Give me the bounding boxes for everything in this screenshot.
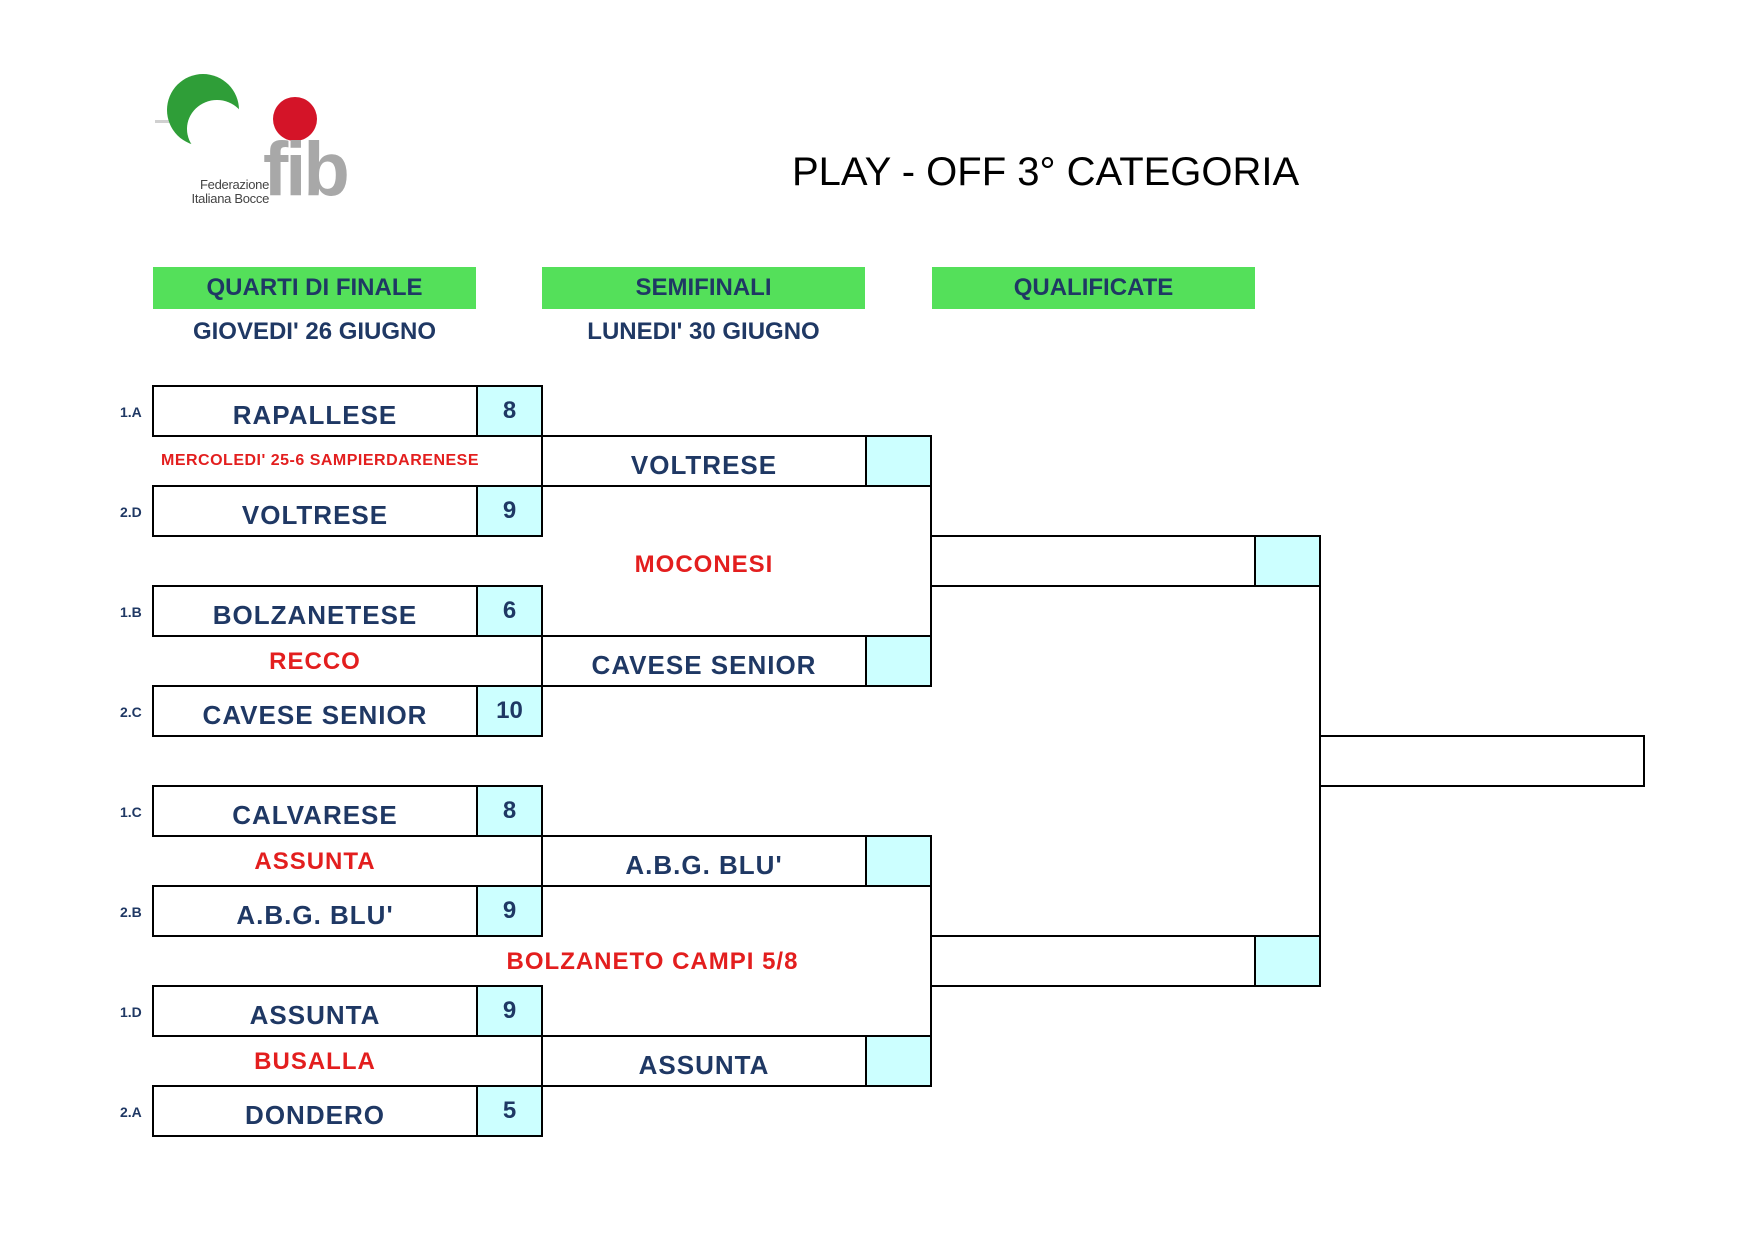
team-slot: BOLZANETESE (152, 585, 478, 637)
seed-label: 2.A (120, 1104, 142, 1120)
seed-label: 1.C (120, 804, 142, 820)
seed-label: 2.D (120, 504, 142, 520)
team-slot (930, 935, 1256, 987)
match-venue: MOCONESI (634, 551, 774, 578)
column-header-quarterfinals: QUARTI DI FINALE (153, 267, 476, 309)
team-slot: VOLTRESE (152, 485, 478, 537)
score-cell: 6 (476, 585, 543, 637)
column-header-semifinals: SEMIFINALI (542, 267, 865, 309)
team-slot: A.B.G. BLU' (541, 835, 867, 887)
match-venue: RECCO (269, 648, 361, 675)
team-slot (930, 535, 1256, 587)
logo-white-ball-icon (187, 100, 247, 158)
score-cell: 9 (476, 985, 543, 1037)
score-cell: 9 (476, 485, 543, 537)
seed-label: 2.B (120, 904, 142, 920)
team-slot: CALVARESE (152, 785, 478, 837)
seed-label: 1.A (120, 404, 142, 420)
quarterfinals-date: GIOVEDI' 26 GIUGNO (192, 318, 437, 345)
logo-federation-name: Federazione Italiana Bocce (161, 177, 270, 206)
match-venue: BUSALLA (254, 1048, 376, 1075)
logo-red-ball-icon (273, 97, 317, 141)
seed-label: 1.D (120, 1004, 142, 1020)
team-slot: DONDERO (152, 1085, 478, 1137)
logo-federation-line1: Federazione (200, 177, 269, 192)
score-cell (865, 835, 932, 887)
score-cell (865, 635, 932, 687)
match-venue: ASSUNTA (254, 848, 376, 875)
match-venue: MERCOLEDI' 25-6 SAMPIERDARENESE (160, 452, 480, 469)
match-venue: BOLZANETO CAMPI 5/8 (506, 948, 799, 975)
semifinals-date: LUNEDI' 30 GIUGNO (587, 318, 820, 345)
score-cell (865, 1035, 932, 1087)
logo-federation-line2: Italiana Bocce (191, 190, 270, 206)
seed-label: 2.C (120, 704, 142, 720)
team-slot: VOLTRESE (541, 435, 867, 487)
fib-logo: fib Federazione Italiana Bocce (155, 70, 370, 220)
score-cell (1254, 535, 1321, 587)
team-slot: ASSUNTA (152, 985, 478, 1037)
score-cell: 8 (476, 785, 543, 837)
team-slot: RAPALLESE (152, 385, 478, 437)
score-cell: 9 (476, 885, 543, 937)
final-slot (1319, 735, 1645, 787)
seed-label: 1.B (120, 604, 142, 620)
team-slot: A.B.G. BLU' (152, 885, 478, 937)
score-cell: 5 (476, 1085, 543, 1137)
score-cell (1254, 935, 1321, 987)
team-slot: CAVESE SENIOR (541, 635, 867, 687)
team-slot: CAVESE SENIOR (152, 685, 478, 737)
logo-wordmark: fib (263, 127, 350, 212)
score-cell: 8 (476, 385, 543, 437)
team-slot: ASSUNTA (541, 1035, 867, 1087)
page-title: PLAY - OFF 3° CATEGORIA (792, 150, 1300, 194)
column-header-qualified: QUALIFICATE (932, 267, 1255, 309)
score-cell (865, 435, 932, 487)
score-cell: 10 (476, 685, 543, 737)
